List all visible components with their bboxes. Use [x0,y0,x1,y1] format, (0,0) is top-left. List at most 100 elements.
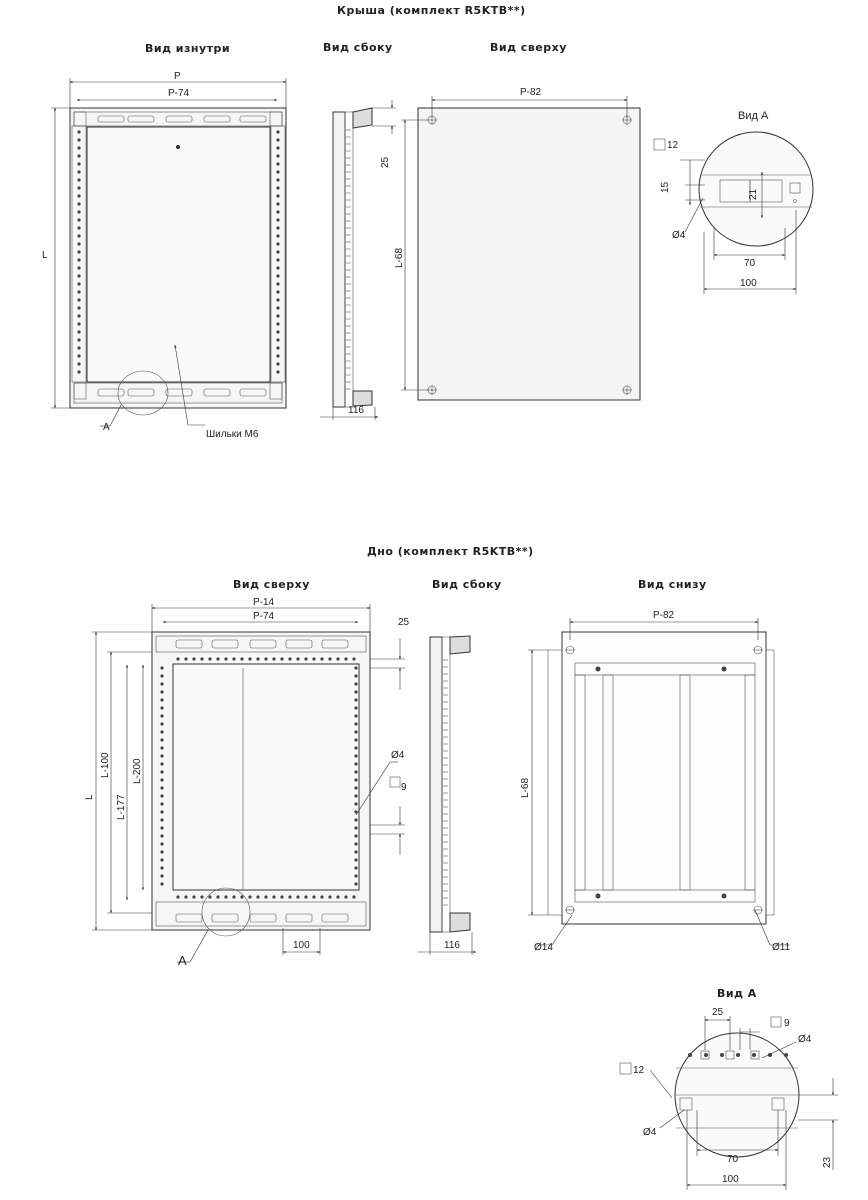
rail-hole [77,274,81,278]
rail-hole [276,194,280,198]
bottom-top-view: P-14 P-74 25 L L-100 L-177 L-200 Ø4 9 10… [84,597,410,968]
bottom-side-view: 116 [418,635,477,955]
rail-hole [272,657,276,661]
rail-hole [354,714,358,718]
rail-hole [354,882,358,886]
rail-hole [200,657,204,661]
rail-hole [354,786,358,790]
rail-hole [216,895,220,899]
rail-hole [354,794,358,798]
bottom-dim-p82: P-82 [653,610,675,621]
rail-hole [276,202,280,206]
rail-hole [248,895,252,899]
rail-hole [160,762,164,766]
rail-slot [285,913,313,923]
rail-hole [354,778,358,782]
rail-hole [344,895,348,899]
rail-hole [354,706,358,710]
detail-hole [752,1053,756,1057]
rail-hole [160,746,164,750]
rail-hole [276,154,280,158]
rail-hole [352,895,356,899]
bottom-dim-p74: P-74 [253,611,275,622]
rail-hole [320,895,324,899]
rail-hole [256,657,260,661]
rail-hole [160,674,164,678]
bottom-detail-100: 100 [722,1174,739,1185]
rail-hole [160,722,164,726]
rail-hole [77,282,81,286]
bottom-dim-l: L [84,794,95,800]
rail-hole [276,282,280,286]
rail-hole [77,202,81,206]
bottom-dim-116: 116 [444,940,460,951]
rail-hole [77,234,81,238]
rail-hole [276,274,280,278]
rail-hole [276,250,280,254]
rail-hole [288,895,292,899]
bottom-detail-dia4b: Ø4 [643,1127,657,1138]
rail-hole [77,242,81,246]
roof-dim-116: 116 [348,405,364,416]
rail-hole [77,154,81,158]
small-hole [721,666,727,672]
corner-block [73,111,87,127]
rail-hole [184,895,188,899]
bottom-dim-sq9: 9 [401,782,407,793]
rail-hole [160,874,164,878]
rail-hole [276,234,280,238]
rail-hole [354,746,358,750]
rail-hole [264,657,268,661]
rail-hole [160,754,164,758]
rail-hole [354,810,358,814]
corner-block [73,382,87,400]
rail-hole [276,370,280,374]
rail-hole [304,895,308,899]
roof-detail-100: 100 [740,278,757,289]
bottom-detail-sq9: 9 [784,1018,790,1029]
rail-hole [354,770,358,774]
rail-hole [328,895,332,899]
bottom-detail-a: 25 9 Ø4 12 Ø4 70 100 23 [619,1007,838,1190]
rail-hole [160,866,164,870]
rail-hole [354,674,358,678]
rail-hole [160,810,164,814]
roof-label-studs: Шильки М6 [206,429,259,440]
rail-hole [160,858,164,862]
rail-hole [160,770,164,774]
rail-slot [175,639,203,649]
rail-slot [127,115,155,123]
detail-hole [720,1053,724,1057]
bottom-view-bottom-title: Вид снизу [638,578,707,591]
roof-inside-view: P P-74 L A Шильки М6 [42,71,287,440]
roof-dim-l: L [42,250,48,261]
rail-hole [77,146,81,150]
rail-hole [276,266,280,270]
bottom-dim-dia11: Ø11 [772,942,791,953]
roof-dim-p: P [174,71,181,82]
rail-hole [296,895,300,899]
rail-hole [354,754,358,758]
rail-slot [211,639,239,649]
rail-hole [77,138,81,142]
rail-hole [276,314,280,318]
rail-slot [239,388,267,397]
rail-hole [354,850,358,854]
roof-top-view: P-82 L-68 [394,87,641,401]
rail-hole [336,657,340,661]
rail-hole [77,298,81,302]
roof-detail-21: 21 [748,188,759,200]
rail-hole [280,895,284,899]
rail-slot [127,388,155,397]
bottom-dim-25: 25 [398,617,410,628]
rail-hole [176,657,180,661]
rail-hole [77,218,81,222]
roof-side-view: 25 116 [320,100,396,420]
rail-hole [160,682,164,686]
rail-hole [77,290,81,294]
rail-hole [160,706,164,710]
rail-hole [276,210,280,214]
rail-hole [354,682,358,686]
rail-hole [160,826,164,830]
rail-hole [276,186,280,190]
